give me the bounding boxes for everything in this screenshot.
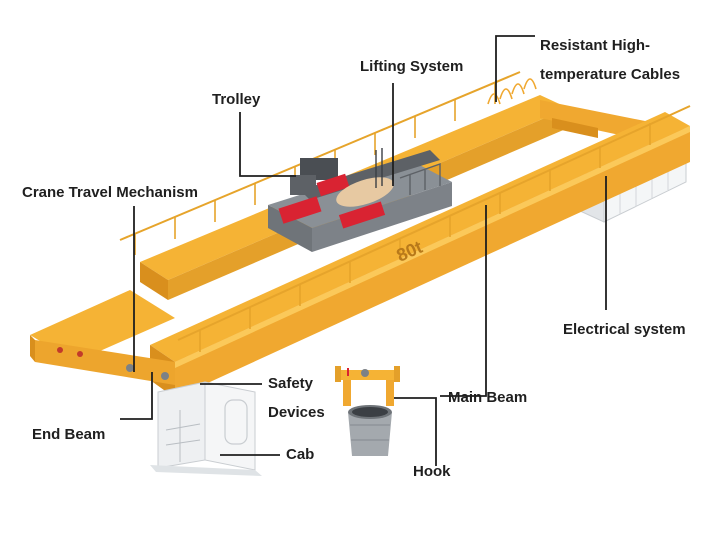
operator-cab xyxy=(150,381,262,476)
hook-with-ladle xyxy=(335,366,400,456)
label-hook: Hook xyxy=(413,463,451,480)
label-electrical-system: Electrical system xyxy=(563,321,686,338)
leader-hook xyxy=(394,397,437,466)
leader-trolley xyxy=(239,112,296,177)
leader-main-beam xyxy=(440,205,487,397)
label-trolley: Trolley xyxy=(212,91,261,108)
high-temperature-cables xyxy=(487,78,537,105)
trolley-assembly xyxy=(268,148,452,252)
label-main-beam: Main Beam xyxy=(448,389,528,406)
leader-resistant-cables xyxy=(495,35,535,102)
label-resistant-cables-line2: temperature Cables xyxy=(540,66,681,83)
left-end-beam xyxy=(30,290,175,385)
label-resistant-cables-line1: Resistant High- xyxy=(540,37,651,54)
label-safety-devices-line2: Devices xyxy=(268,404,325,421)
label-crane-travel-mechanism: Crane Travel Mechanism xyxy=(22,184,198,201)
label-end-beam: End Beam xyxy=(32,426,106,443)
label-cab: Cab xyxy=(286,446,315,463)
near-main-beam: 80t xyxy=(150,105,691,398)
label-lifting-system: Lifting System xyxy=(360,58,464,75)
leader-end-beam xyxy=(120,372,153,420)
label-safety-devices-line1: Safety xyxy=(268,375,314,392)
